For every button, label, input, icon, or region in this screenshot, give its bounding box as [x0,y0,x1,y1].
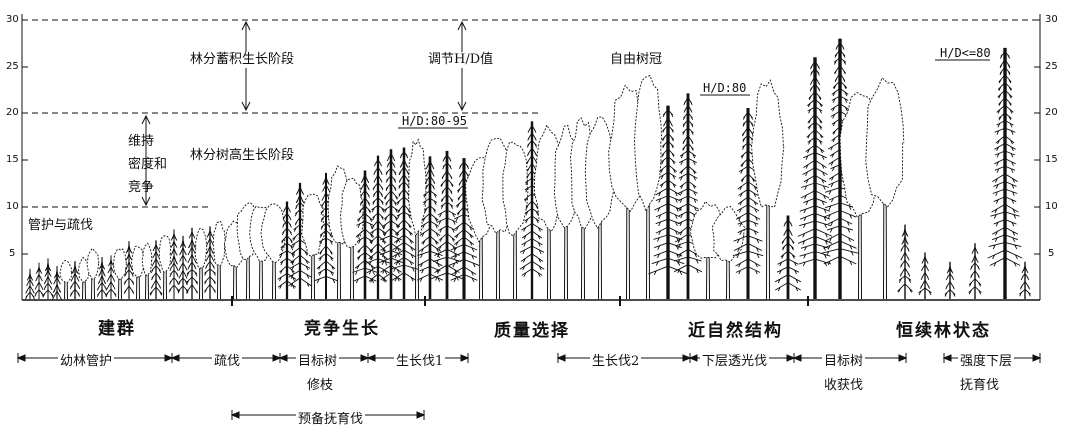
op-youlin-guanhu: 幼林管护 [58,350,115,369]
broadleaf-tree [194,227,208,300]
conifer-tree [314,172,338,299]
op-mubiaoshu: 目标树 [296,350,340,369]
conifer-tree [52,266,62,300]
stage-jinziran-jiegou: 近自然结构 [688,321,783,341]
broadleaf-tree [112,248,127,300]
broadleaf-tree [78,256,90,300]
conifer-tree [204,226,216,299]
right-tick-30: 30 [1045,14,1058,25]
right-tick-20: 20 [1045,107,1058,118]
conifer-tree [417,156,443,299]
broadleaf-tree [502,141,529,300]
right-tick-25: 25 [1045,61,1058,72]
annotation-linfen-xuji: 林分蓄积生长阶段 [190,52,295,68]
broadleaf-tree [865,77,905,300]
broadleaf-tree [408,138,427,300]
op-xiuzhi: 修枝 [307,374,334,393]
broadleaf-tree [212,220,226,300]
left-tick-20: 20 [6,107,19,118]
left-tick-30: 30 [6,14,19,25]
annotation-hd-le-80: H/D<=80 [940,46,991,60]
left-tick-15: 15 [6,154,19,165]
op-yubei-fuyufa: 预备抚育伐 [296,408,366,427]
conifer-tree [168,229,180,299]
conifer-tree [379,149,403,299]
annotation-tiaojie-hd: 调节H/D值 [428,52,494,68]
stage-jianqun: 建群 [98,319,136,339]
op-mubiaoshu2: 目标树 [822,350,866,369]
broadleaf-tree [301,193,326,300]
conifer-tree [96,257,108,299]
left-tick-25: 25 [6,61,19,72]
conifer-tree [648,105,688,299]
broadleaf-tree [130,245,145,300]
left-tick-5: 5 [9,248,16,259]
annotation-ziyou-shuguan: 自由树冠 [610,52,663,68]
broadleaf-tree [751,79,785,300]
right-tick-10: 10 [1045,201,1058,212]
conifer-tree [149,240,163,299]
broadleaf-tree [86,247,100,300]
conifer-tree [177,235,189,299]
conifer-tree [185,227,199,299]
annotation-guanhu-shufa: 管护与疏伐 [28,218,94,234]
right-tick-15: 15 [1045,154,1058,165]
annotation-weichi: 维持 [128,134,155,149]
stage-hengxulin: 恒续林状态 [896,321,991,341]
diagram-frame [21,14,1041,306]
tree-silhouettes [25,38,1031,300]
annotation-midu-he: 密度和 [128,157,168,172]
conifer-tree [366,155,390,299]
conifer-tree [123,241,135,299]
annotation-jingzheng: 竞争 [128,180,155,195]
conifer-tree [42,258,54,299]
broadleaf-tree [340,177,364,300]
right-tick-5: 5 [1048,248,1055,259]
op-shouhuofa: 收获伐 [824,374,864,393]
conifer-tree [897,224,913,299]
op-fuyufa: 抚育伐 [960,374,1000,393]
annotation-hd-80-95: H/D:80-95 [402,114,468,128]
conifer-tree [277,201,297,299]
left-tick-10: 10 [6,201,19,212]
broadleaf-tree [141,242,153,300]
stage-jingzheng-shengzhang: 竞争生长 [304,319,380,339]
operation-timeline-arrows [16,353,1042,420]
conifer-tree [431,150,463,299]
conifer-tree [968,243,982,299]
conifer-tree [673,93,703,299]
conifer-tree [1019,261,1031,299]
stage-zhiliang-xuanze: 质量选择 [494,321,570,341]
conifer-tree [797,57,833,299]
broadleaf-tree [711,206,745,300]
op-shengzhangfa2: 生长伐2 [590,350,642,369]
broadleaf-tree [158,235,172,300]
annotation-linfen-shugao: 林分树高生长阶段 [190,148,295,164]
broadleaf-tree [584,116,617,300]
conifer-tree [105,255,117,299]
broadleaf-tree [59,259,73,300]
conifer-tree [944,261,956,299]
op-shufa: 疏伐 [212,350,243,369]
conifer-tree [390,147,418,299]
annotation-hd-80: H/D:80 [703,81,747,95]
conifer-tree [69,261,81,299]
conifer-tree [25,268,35,300]
conifer-tree [34,262,44,299]
op-shengzhangfa1: 生长伐1 [394,350,446,369]
conifer-tree [732,107,764,299]
conifer-tree [918,252,932,299]
op-xiaceng-touguangfa: 下层透光伐 [700,350,770,369]
broadleaf-tree [634,75,663,300]
conifer-tree [774,215,802,299]
conifer-tree [987,47,1023,299]
op-qiangdu-xiaceng: 强度下层 [958,350,1015,369]
